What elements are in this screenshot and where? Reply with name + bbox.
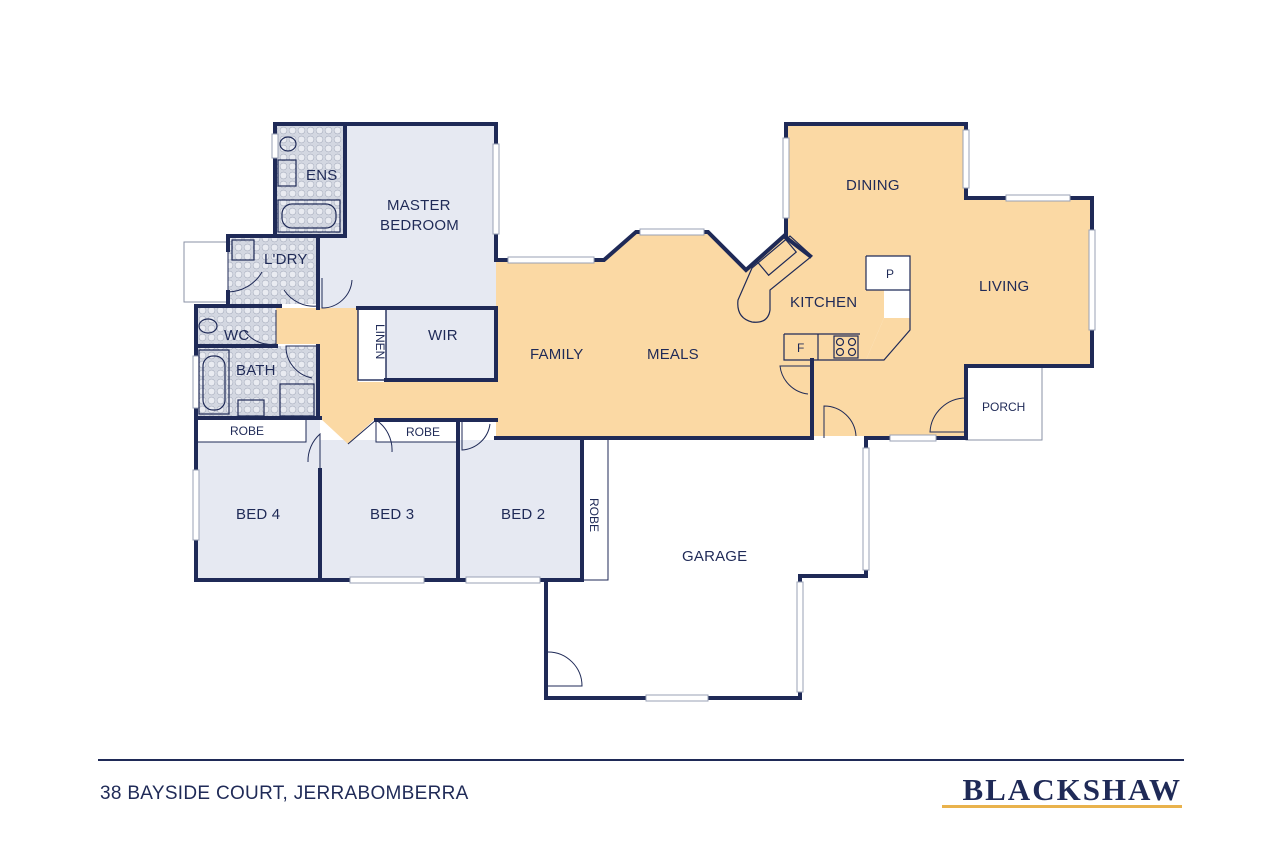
property-address: 38 BAYSIDE COURT, JERRABOMBERRA	[100, 783, 469, 804]
hallway-area	[276, 308, 496, 444]
label-bath: BATH	[236, 362, 276, 379]
label-master-1: MASTER	[387, 197, 451, 214]
label-ens: ENS	[306, 167, 337, 184]
window-meals-top	[639, 228, 705, 236]
door-bed3	[347, 419, 393, 453]
label-wc: WC	[224, 327, 249, 344]
label-fridge: F	[797, 341, 804, 355]
label-kitchen: KITCHEN	[790, 294, 857, 311]
label-master-2: BEDROOM	[380, 217, 459, 234]
window-dining-left	[782, 137, 790, 219]
cooktop-icon	[833, 335, 859, 359]
robe-bed4	[195, 417, 307, 443]
linen-cupboard	[357, 307, 387, 381]
label-dining: DINING	[846, 177, 900, 194]
window-dining-right	[962, 129, 970, 189]
label-bed4: BED 4	[236, 506, 280, 523]
door-laundry-garage	[823, 405, 857, 438]
family-meals-area	[496, 232, 884, 438]
window-bed3-bottom	[349, 576, 425, 584]
wc-area	[196, 308, 276, 344]
door-garage-side	[547, 651, 583, 687]
window-family-top	[507, 256, 595, 264]
bed4-area	[196, 418, 320, 580]
laundry-area	[228, 236, 318, 304]
label-meals: MEALS	[647, 346, 699, 363]
window-living-bottom	[889, 434, 937, 442]
window-master-right	[492, 143, 500, 235]
window-living-top	[1005, 194, 1071, 202]
ensuite-fixtures	[277, 136, 341, 233]
label-laundry: L'DRY	[264, 251, 308, 268]
robe-bed2	[581, 437, 609, 581]
laundry-outdoor-box	[183, 241, 229, 303]
label-porch: PORCH	[982, 400, 1025, 414]
door-front	[929, 397, 967, 433]
label-bed3: BED 3	[370, 506, 414, 523]
label-living: LIVING	[979, 278, 1029, 295]
door-laundry	[227, 250, 263, 293]
label-garage: GARAGE	[682, 548, 747, 565]
window-ensuite-left	[271, 133, 279, 159]
label-bed2: BED 2	[501, 506, 545, 523]
bath-fixtures	[198, 349, 315, 417]
label-linen: LINEN	[373, 324, 387, 359]
label-wir: WIR	[428, 327, 458, 344]
bed2-area	[458, 440, 582, 580]
master-bedroom-area	[318, 124, 496, 308]
door-bath	[285, 345, 318, 379]
window-bath-left	[192, 355, 200, 409]
door-master	[321, 278, 353, 309]
window-living-right	[1088, 229, 1096, 331]
label-pantry: P	[886, 267, 894, 281]
door-laundry-hall	[283, 270, 319, 307]
window-garage-bottom	[645, 694, 709, 702]
label-robe-bed4: ROBE	[230, 424, 264, 438]
dining-living-area	[786, 124, 1092, 436]
laundry-fixture	[231, 239, 255, 261]
ensuite-area	[275, 124, 345, 236]
window-garage-lower	[796, 581, 804, 693]
door-meals-garage	[779, 365, 812, 395]
bed3-area	[320, 440, 458, 580]
door-bed2	[461, 420, 491, 451]
kitchen-island	[737, 235, 813, 323]
footer-divider	[98, 759, 1184, 761]
wir-area	[386, 308, 496, 380]
label-robe-bed2: ROBE	[587, 498, 601, 532]
brand-logo: BLACKSHAW	[962, 772, 1182, 807]
kitchen-bench	[783, 255, 911, 361]
sink-icon	[754, 235, 798, 277]
porch-area	[965, 365, 1043, 441]
wc-fixture	[198, 318, 218, 334]
bath-area	[196, 346, 318, 418]
label-robe-bed3: ROBE	[406, 425, 440, 439]
door-wc	[243, 310, 277, 345]
brand-underline	[942, 805, 1182, 808]
window-garage-right	[862, 447, 870, 571]
label-family: FAMILY	[530, 346, 583, 363]
wall-dining-living	[784, 122, 1094, 440]
window-bed2-bottom	[465, 576, 541, 584]
door-bed4	[307, 432, 321, 470]
window-bed4-left	[192, 469, 200, 541]
